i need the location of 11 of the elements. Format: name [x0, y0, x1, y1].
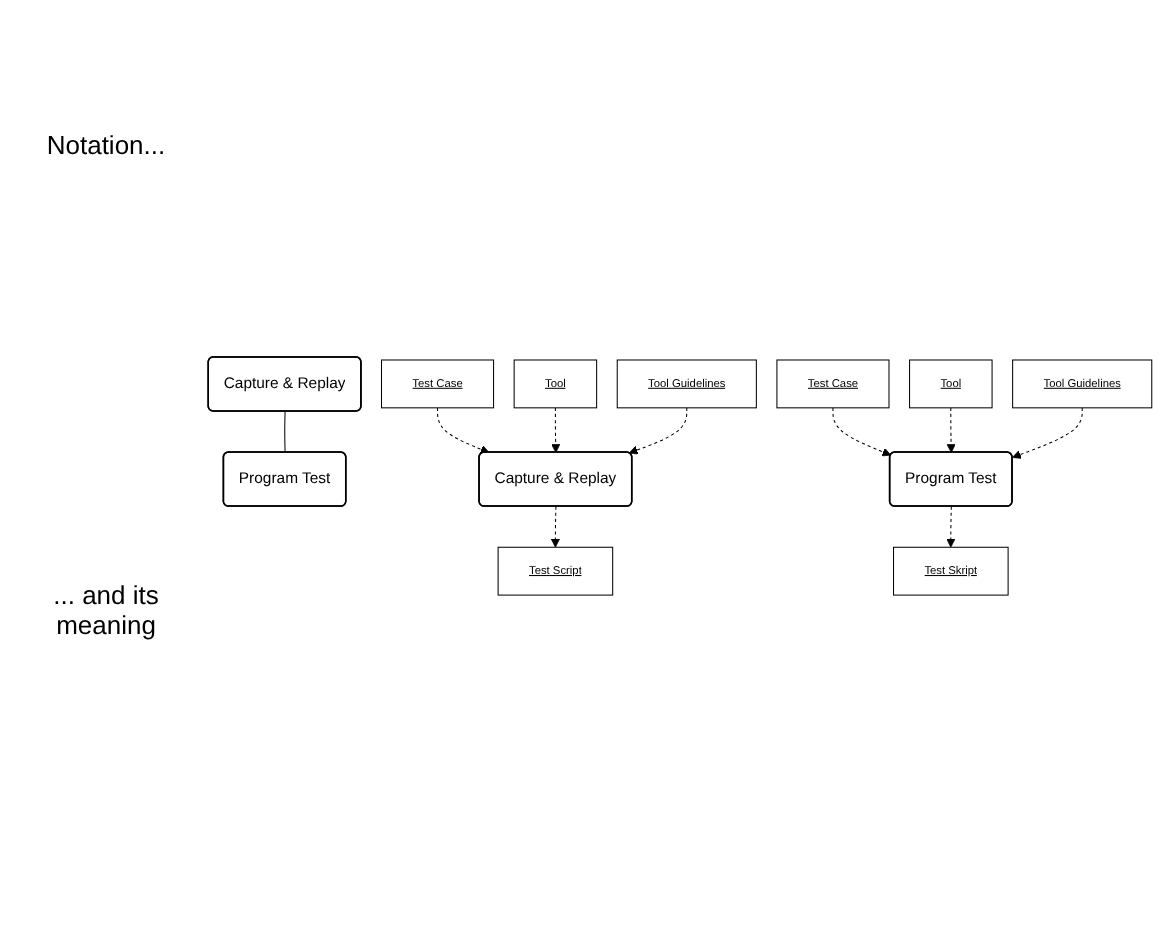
side-note: ... and its meaning [51, 580, 161, 640]
arrow [550, 506, 560, 548]
side-note: Notation... [44, 130, 168, 160]
arrow [1012, 407, 1083, 459]
arrow [946, 407, 956, 453]
arrow [832, 407, 892, 457]
arrow [628, 407, 688, 455]
connector [284, 410, 286, 454]
arrow [551, 407, 561, 453]
arrow [946, 506, 956, 548]
arrow [437, 407, 490, 454]
